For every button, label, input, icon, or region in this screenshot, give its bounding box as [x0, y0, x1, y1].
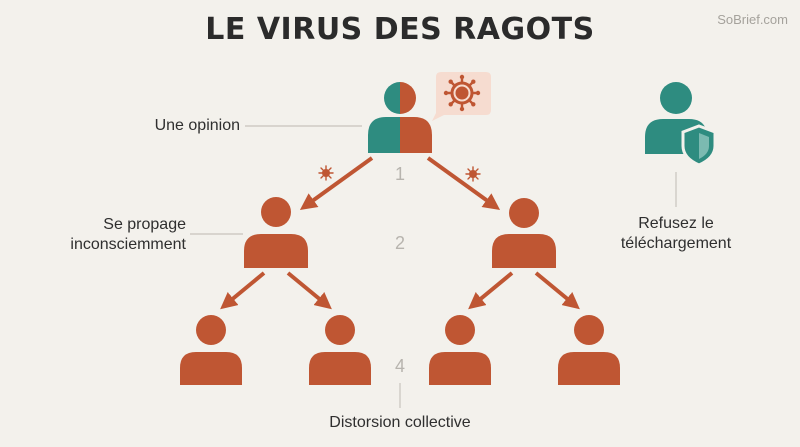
label-refuse-line1: Refusez le — [638, 215, 714, 232]
label-spread-line1: Se propage — [103, 216, 186, 233]
level-number-2: 2 — [394, 233, 405, 253]
source-person-icon — [368, 82, 432, 153]
label-distortion: Distorsion collective — [329, 414, 471, 431]
small-virus-icon-right — [465, 166, 481, 182]
person-icon-level2-left — [244, 197, 308, 268]
label-spread: Se propage inconsciemment — [40, 215, 186, 255]
label-spread-line2: inconsciemment — [70, 236, 186, 253]
person-icon-level4-4 — [558, 315, 620, 385]
person-icon-level4-1 — [180, 315, 242, 385]
label-refuse: Refusez le téléchargement — [606, 214, 746, 254]
brand-watermark: SoBrief.com — [717, 12, 788, 27]
connector-lines — [190, 125, 677, 408]
label-refuse-line2: téléchargement — [620, 235, 732, 252]
label-opinion: Une opinion — [154, 117, 240, 134]
page-title: LE VIRUS DES RAGOTS — [205, 12, 595, 47]
small-virus-icon-left — [318, 165, 334, 181]
virus-icon — [443, 74, 481, 112]
person-icon-level4-2 — [309, 315, 371, 385]
level-number-1: 1 — [394, 164, 405, 184]
person-icon-level2-right — [492, 198, 556, 268]
spread-arrows-level-2 — [220, 271, 580, 310]
spread-arrows-level-1 — [299, 156, 501, 210]
person-icon-level4-3 — [429, 315, 491, 385]
shield-icon — [681, 124, 717, 167]
level-number-4: 4 — [394, 356, 405, 376]
speech-bubble-icon — [432, 72, 491, 121]
